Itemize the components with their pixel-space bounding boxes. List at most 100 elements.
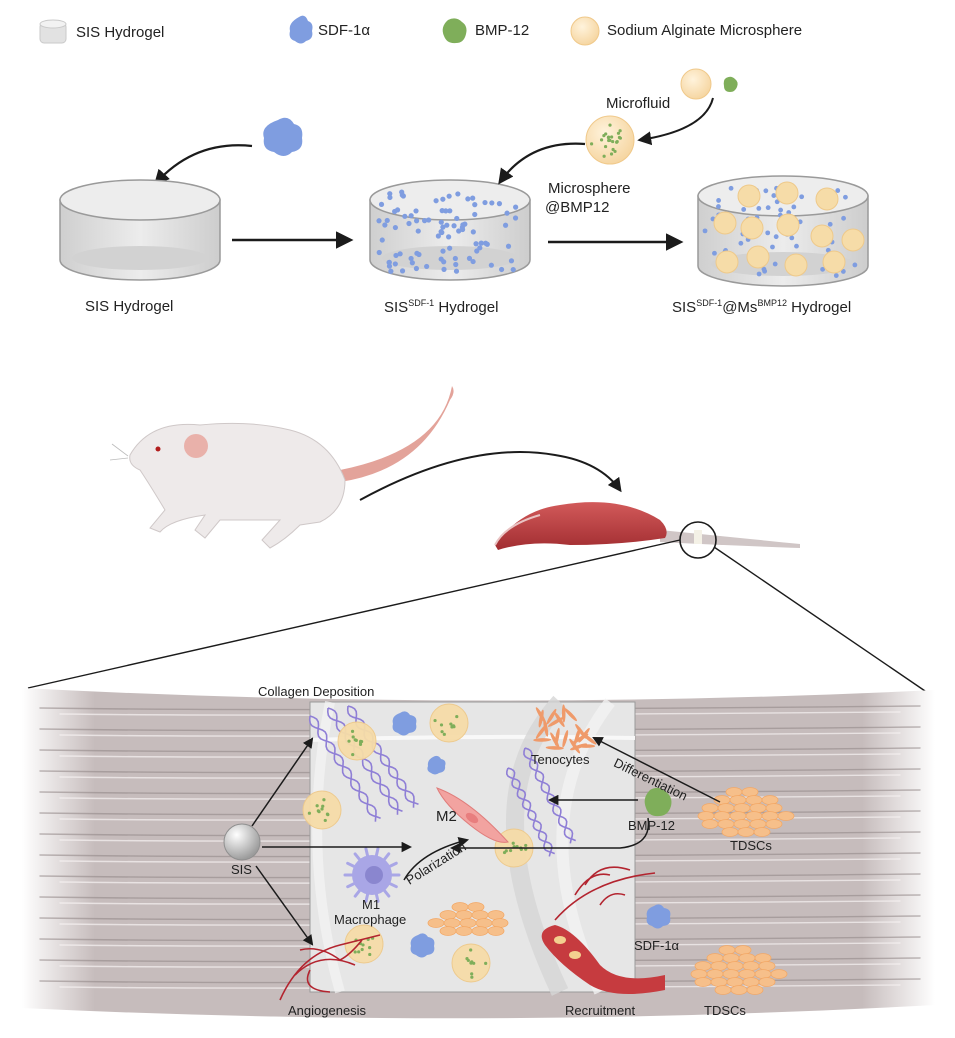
step2-label-sup: SDF-1 [408, 298, 435, 308]
sdf1-dot [454, 215, 460, 222]
sdf1-dot [406, 220, 412, 227]
bmp12-dot [325, 812, 330, 816]
sdf1-dot [716, 204, 721, 209]
tdsc-cell [439, 910, 457, 920]
sdf1-dot [443, 208, 449, 214]
collagen-strand [505, 767, 553, 857]
tenocytes-label: Tenocytes [531, 752, 590, 767]
sdf1-dot [499, 266, 505, 273]
sdf1-dot [465, 196, 471, 202]
sdf1-dot [409, 260, 415, 266]
microsphere [815, 187, 839, 211]
bmp12-dot [609, 152, 614, 156]
tdsc-cell [746, 985, 764, 995]
sdf1-protein-icon [263, 117, 303, 156]
sdf1-dot [799, 194, 805, 200]
sdf1-dot [756, 271, 762, 277]
bmp12-dot [455, 714, 459, 719]
sdf1-dot [840, 269, 846, 274]
sdf1-dot [502, 222, 509, 228]
bmp12-dot [440, 730, 444, 734]
bmp12-dot [524, 843, 528, 848]
sdf1-dot [833, 273, 839, 278]
sdf1-dot [763, 188, 769, 194]
m1-macrophage-cell [343, 847, 401, 903]
tdsc-cell [765, 803, 783, 813]
m2-macrophage-cell [436, 787, 509, 843]
bmp12-dot [606, 135, 611, 139]
tdsc-cell [754, 953, 772, 963]
tdsc-cell [439, 926, 457, 936]
bmp12-dot [452, 725, 456, 729]
tenocyte-cell [533, 738, 552, 742]
tenocyte-cell [535, 707, 546, 723]
collagen-deposition-label: Collagen Deposition [258, 684, 375, 699]
macrophage-spike [353, 887, 363, 898]
bmp12-dot [610, 135, 614, 139]
hydrogel-icon [39, 19, 67, 44]
bmp12-dot [368, 946, 372, 950]
macrophage-spike [381, 887, 391, 898]
sdf1-dot [394, 207, 401, 213]
bmp12-dot [368, 952, 372, 957]
step1-label: SIS Hydrogel [85, 298, 174, 315]
sdf1-dot [399, 268, 406, 274]
tdscs-label-top: TDSCs [730, 838, 772, 853]
bmp12-dot [361, 943, 365, 947]
sdf1-dot [770, 244, 775, 250]
sdf1-dot [827, 221, 833, 227]
tdsc-cell [427, 918, 445, 928]
arrow-sdf1-to-hydrogel [153, 144, 253, 186]
sdf1-dot [392, 224, 398, 231]
tenocyte-cell [548, 717, 564, 727]
tdsc-cell [471, 926, 489, 936]
bmp12-dot [602, 134, 606, 138]
tdsc-cell [455, 926, 473, 936]
bmp12-dot [611, 139, 615, 144]
tenocyte-cell [564, 707, 577, 722]
bmp12-dot [323, 818, 327, 823]
collagen-strand [346, 705, 415, 808]
macrophage-spike [386, 881, 398, 889]
sdf1-dot [472, 211, 478, 218]
tdsc-cell [738, 953, 756, 963]
tdsc-cell [697, 811, 715, 821]
sdf1-dot [778, 207, 784, 213]
bmp12-dot [599, 138, 604, 142]
arrow-sis-to-collagen [251, 737, 314, 827]
bmp12-dot [351, 735, 355, 739]
tdsc-cell [738, 969, 756, 979]
arrow-polarization [403, 836, 470, 881]
tdsc-cell [694, 961, 712, 971]
arrow-microfluid [637, 97, 714, 146]
sdf1-dot [399, 189, 405, 195]
zoom-line-left [27, 539, 681, 689]
sdf1-protein-icon [410, 933, 435, 958]
legend-label-sis-hydrogel: SIS Hydrogel [76, 24, 165, 41]
tdsc-cell [753, 827, 771, 837]
arrow-bmp12-to-polarization [449, 817, 650, 854]
bmp12-dot [433, 718, 437, 723]
step3-label-tail: Hydrogel [786, 299, 852, 316]
arrow-sis-to-angiogenesis [255, 865, 314, 946]
tenocyte-cell [562, 730, 569, 748]
microsphere [822, 250, 846, 274]
microsphere [713, 211, 737, 235]
macrophage-spike [374, 891, 380, 903]
bmp12-label: BMP-12 [628, 818, 675, 833]
sdf1-dot [424, 263, 430, 270]
muscle-tendon-icon [494, 502, 800, 550]
bmp12-dot [322, 798, 326, 802]
tdsc-cell [690, 969, 708, 979]
sdf1-dot [455, 191, 461, 197]
sdf1-dot [728, 185, 734, 191]
microsphere [784, 253, 808, 277]
bmp12-dot [608, 123, 612, 127]
sdf1-dot [738, 240, 744, 246]
sdf1-dot [447, 245, 453, 251]
sdf1-dot [466, 255, 473, 261]
collagen-strand [309, 715, 381, 820]
bmp12-dot [472, 961, 476, 965]
tenocyte-cell [546, 708, 557, 725]
sdf1-dot [477, 245, 483, 251]
